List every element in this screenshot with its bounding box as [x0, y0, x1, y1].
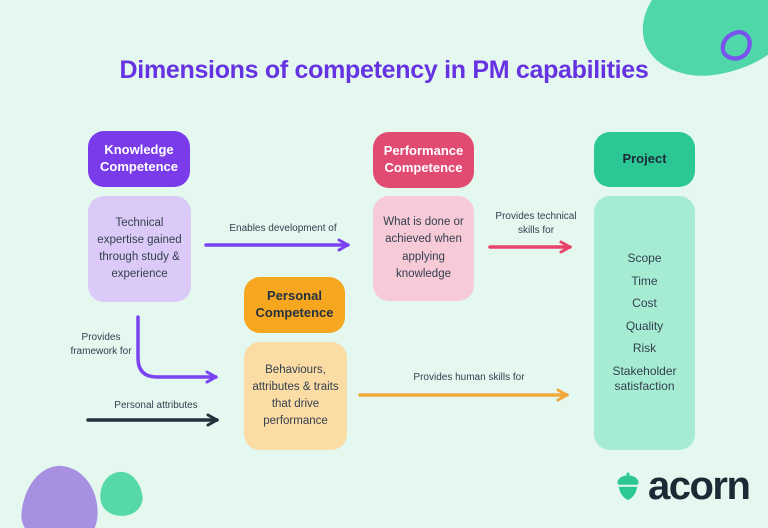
personal-attributes-label: Personal attributes: [114, 400, 198, 411]
project-header: Project: [594, 132, 695, 187]
knowledge-competence-header: Knowledge Competence: [88, 131, 190, 187]
acorn-logo-text: acorn: [648, 464, 751, 508]
project-item-stakeholder: Stakeholder satisfaction: [612, 363, 677, 394]
project-item-time: Time: [631, 273, 658, 288]
personal-competence-body: Behaviours, attributes & traits that dri…: [244, 342, 347, 450]
performance-competence-header: Performance Competence: [373, 132, 474, 188]
project-body-list: Scope Time Cost Quality Risk Stakeholder…: [594, 196, 695, 450]
project-item-risk: Risk: [632, 341, 657, 356]
page-title: Dimensions of competency in PM capabilit…: [119, 56, 649, 84]
provides-technical-skills-label: Provides technical skills for: [495, 211, 577, 236]
provides-human-skills-label: Provides human skills for: [413, 372, 525, 383]
enables-development-label: Enables development of: [229, 223, 337, 234]
purple-ring-shape: [720, 30, 752, 61]
personal-competence-header: Personal Competence: [244, 277, 345, 333]
provides-framework-elbow-arrow: [136, 315, 218, 384]
acorn-logo: acorn: [616, 464, 751, 508]
project-item-quality: Quality: [625, 318, 664, 333]
project-item-cost: Cost: [632, 296, 657, 311]
performance-competence-body: What is done or achieved when applying k…: [373, 196, 474, 301]
acorn-icon: [617, 472, 639, 500]
purple-blob-bottom-left: [19, 463, 101, 528]
green-blob-bottom-left: [97, 469, 145, 519]
knowledge-competence-body: Technical expertise gained through study…: [88, 196, 191, 302]
project-item-scope: Scope: [627, 250, 662, 265]
provides-framework-label: Provides framework for: [70, 332, 132, 357]
